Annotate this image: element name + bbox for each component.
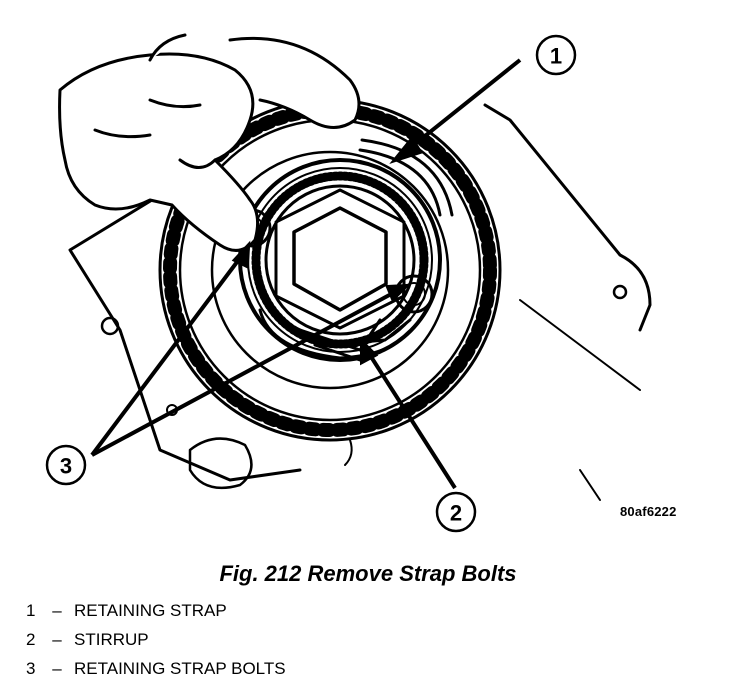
legend-separator: –	[52, 601, 62, 620]
transmission-case-outline	[68, 103, 652, 501]
technician-hand	[58, 33, 361, 252]
callout-legend: 1–RETAINING STRAP 2–STIRRUP 3–RETAINING …	[26, 596, 286, 683]
callout-1: 1	[535, 34, 577, 76]
legend-label: RETAINING STRAP	[74, 601, 227, 620]
leader-arrows	[90, 58, 522, 490]
callout-1-number: 1	[550, 44, 562, 69]
callout-2-number: 2	[450, 501, 462, 526]
retaining-strap	[258, 138, 454, 360]
legend-number: 2	[26, 630, 36, 649]
legend-item: 2–STIRRUP	[26, 625, 286, 654]
figure-reference-code: 80af6222	[620, 504, 677, 519]
callout-3-number: 3	[60, 454, 72, 479]
legend-label: RETAINING STRAP BOLTS	[74, 659, 286, 678]
figure-caption: Fig. 212 Remove Strap Bolts	[219, 561, 517, 586]
legend-number: 1	[26, 601, 36, 620]
legend-item: 1–RETAINING STRAP	[26, 596, 286, 625]
callout-3: 3	[45, 444, 87, 486]
legend-number: 3	[26, 659, 36, 678]
callout-2: 2	[435, 491, 477, 533]
strap-bolt-illustration: 1 2 3	[45, 33, 652, 533]
hex-shaft	[274, 188, 412, 347]
legend-separator: –	[52, 630, 62, 649]
legend-label: STIRRUP	[74, 630, 149, 649]
legend-item: 3–RETAINING STRAP BOLTS	[26, 654, 286, 683]
legend-separator: –	[52, 659, 62, 678]
